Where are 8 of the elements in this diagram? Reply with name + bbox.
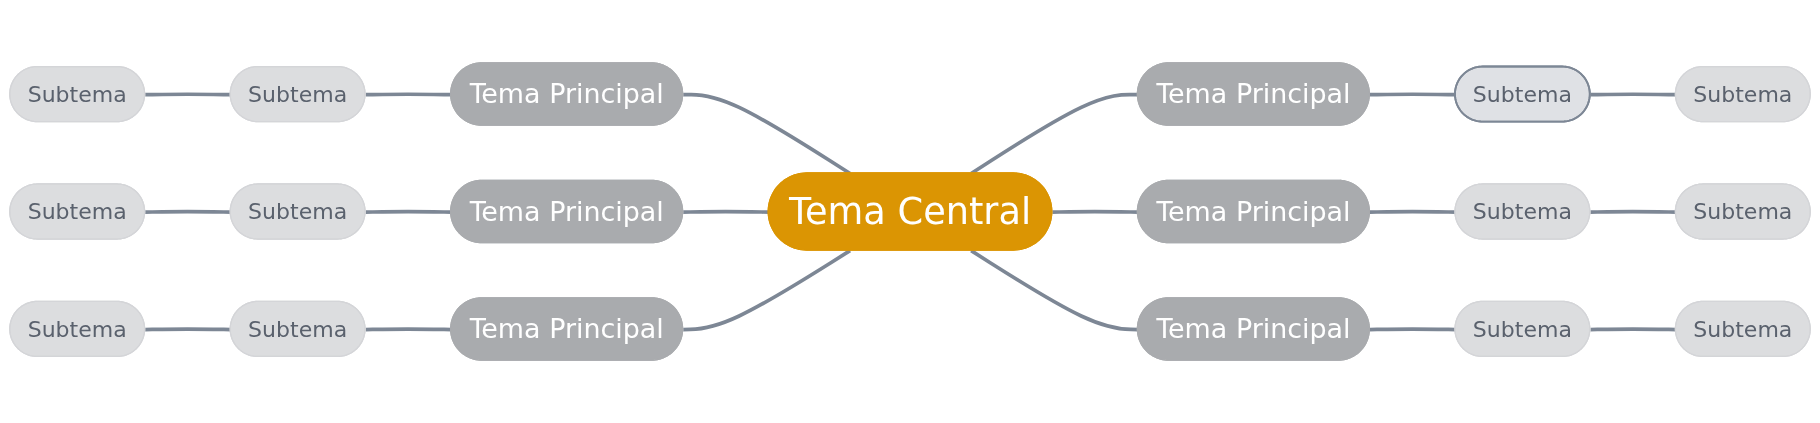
connector	[145, 327, 231, 332]
connector	[683, 249, 852, 332]
connector	[1369, 327, 1456, 332]
connector	[683, 209, 769, 214]
connector	[1369, 209, 1456, 214]
connector	[1369, 92, 1456, 97]
connector	[145, 209, 231, 214]
connector	[145, 92, 231, 97]
